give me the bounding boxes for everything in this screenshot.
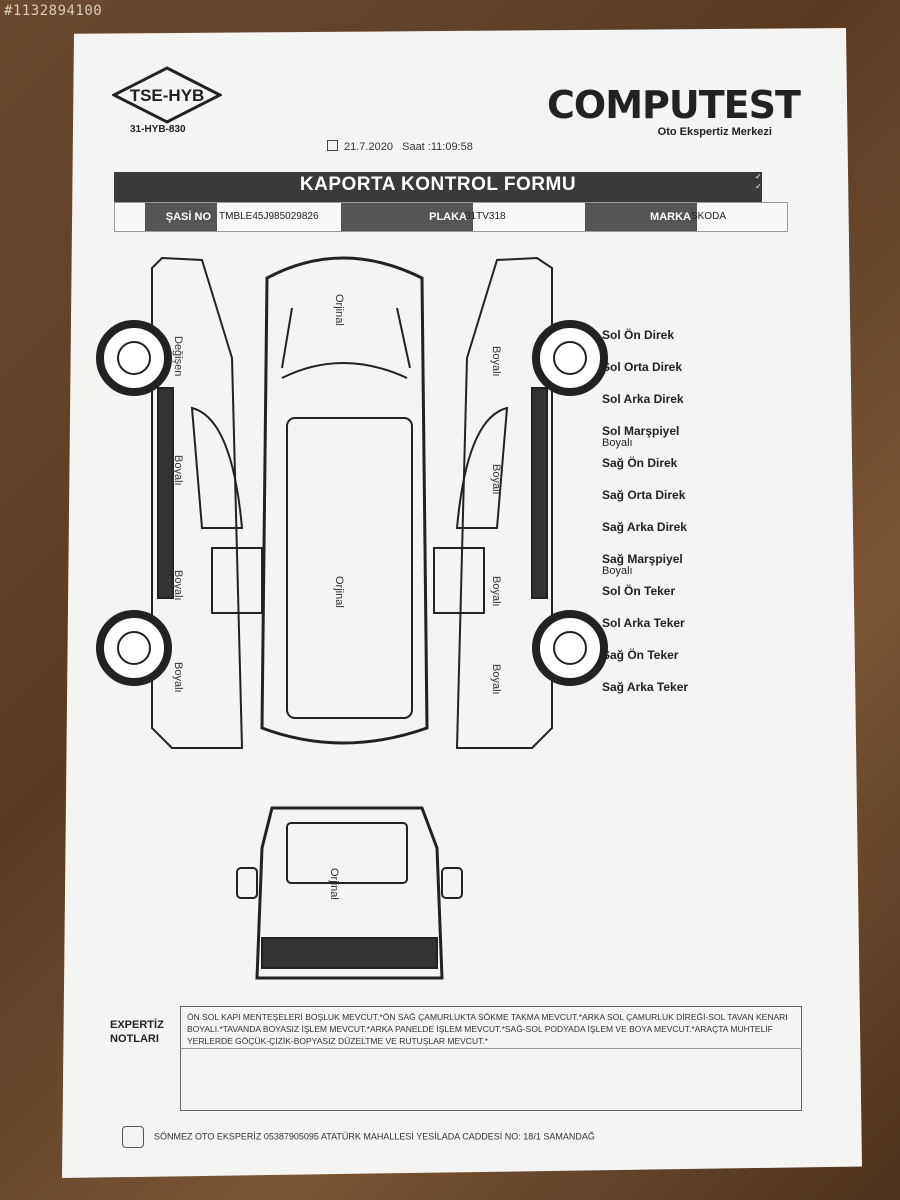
car-label-left-front-door: Boyalı (172, 455, 184, 486)
part-item: Sol Orta Direk (602, 360, 683, 374)
title-bar (114, 172, 762, 202)
car-label-right-rear: Boyalı (490, 664, 502, 695)
plate-label: PLAKA (341, 203, 473, 231)
car-label-rear-door: Orjinal (328, 868, 340, 900)
vehicle-info-row: ŞASİ NO TMBLE45J985029826 PLAKA 31TV318 … (114, 202, 788, 232)
notes-heading: EXPERTİZ NOTLARI (110, 1019, 164, 1045)
car-label-left-rear: Boyalı (172, 662, 184, 693)
part-item: Sağ Arka Teker (602, 680, 689, 694)
part-item: Sol Ön Teker (602, 584, 676, 598)
date-value: 21.7.2020 (344, 141, 393, 153)
brand-block: COMPUTEST Oto Ekspertiz Merkezi (547, 83, 801, 138)
datetime: 21.7.2020 Saat :11:09:58 (327, 140, 473, 153)
plate-value: 31TV318 (465, 211, 506, 222)
check-icons: ✓✓✓ (755, 162, 762, 191)
notes-divider (180, 1048, 802, 1114)
car-label-roof: Orjinal (333, 576, 345, 608)
part-item: Sol Arka Teker (602, 616, 685, 630)
car-label-right-front: Boyalı (490, 346, 502, 377)
part-item: Sağ Orta Direk (602, 488, 686, 502)
footer-text: SÖNMEZ OTO EKSPERİZ 05387905095 ATATÜRK … (154, 1131, 595, 1142)
notes-box: ÖN SOL KAPI MENTEŞELERİ BOŞLUK MEVCUT.*Ö… (180, 1006, 802, 1111)
tse-logo: TSE-HYB (112, 66, 222, 124)
part-item: Sağ Arka Direk (602, 520, 687, 534)
car-label-left-front: Değişen (172, 336, 184, 377)
part-item: Sağ Ön Direk (602, 456, 678, 470)
time-value: Saat :11:09:58 (402, 141, 473, 153)
part-item: Sağ Ön Teker (602, 648, 679, 662)
cert-code: 31-HYB-830 (130, 124, 186, 135)
brand-name: COMPUTEST (547, 83, 801, 127)
brand-subtitle: Oto Ekspertiz Merkezi (657, 126, 772, 138)
part-status-list: Sol Ön Direk Sol Orta Direk Sol Arka Dir… (602, 328, 688, 712)
part-item: Sol Arka Direk (602, 392, 684, 406)
car-diagram (96, 256, 608, 980)
car-label-right-front-door: Boyalı (490, 464, 502, 495)
car-label-hood: Orjinal (333, 294, 345, 326)
car-label-right-rear-door: Boyalı (490, 576, 502, 607)
part-item: Sol Ön Direk (602, 328, 675, 342)
chassis-label: ŞASİ NO (145, 203, 217, 231)
make-value: SKODA (691, 211, 727, 222)
make-label: MARKA (585, 203, 697, 231)
footer: SÖNMEZ OTO EKSPERİZ 05387905095 ATATÜRK … (122, 1126, 595, 1148)
tse-logo-text: TSE-HYB (130, 86, 205, 105)
calendar-icon (327, 140, 338, 151)
photo-id: #1132894100 (4, 3, 103, 19)
chassis-value: TMBLE45J985029826 (219, 211, 319, 222)
car-label-left-rear-door: Boyalı (172, 570, 184, 601)
location-icon (122, 1126, 144, 1148)
inspection-form-paper: TSE-HYB 31-HYB-830 COMPUTEST Oto Ekspert… (62, 28, 862, 1178)
form-title: KAPORTA KONTROL FORMU (299, 174, 577, 195)
